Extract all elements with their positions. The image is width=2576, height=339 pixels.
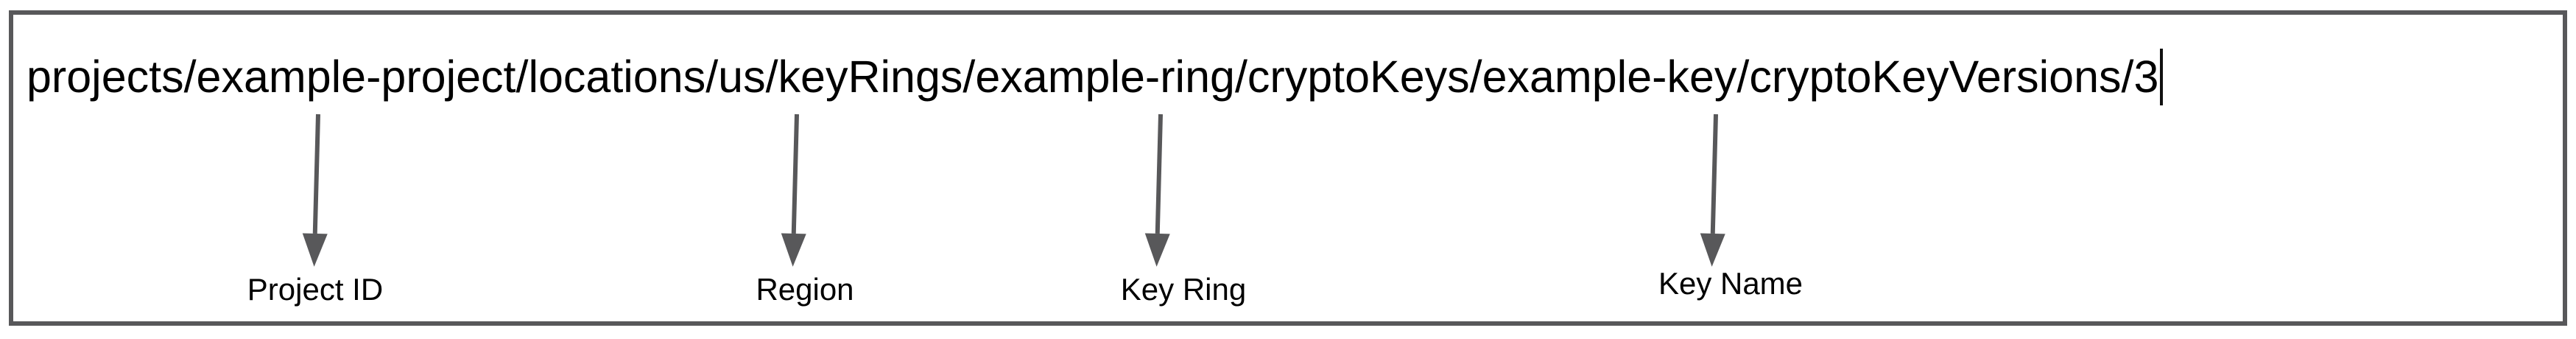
annotation-key-ring: Key Ring [1072, 113, 1249, 307]
down-arrow-icon [1699, 113, 1728, 268]
annotation-label-key-name: Key Name [1658, 266, 1803, 301]
down-arrow-icon [1144, 113, 1173, 268]
arrow-head [1144, 233, 1170, 268]
annotation-key-name: Key Name [1627, 113, 1804, 301]
arrow-head [780, 233, 806, 268]
arrow-shaft [1155, 113, 1163, 234]
annotation-label-key-ring: Key Ring [1120, 272, 1247, 307]
arrow-shaft [312, 113, 320, 234]
down-arrow-icon [780, 113, 809, 268]
arrow-head [301, 233, 328, 268]
annotation-region: Region [708, 113, 885, 307]
arrow-head [1699, 233, 1725, 268]
text-caret-icon [2160, 49, 2164, 105]
annotation-label-region: Region [756, 272, 854, 307]
resource-path-value: projects/example-project/locations/us/ke… [27, 52, 2159, 102]
arrow-shaft [1710, 113, 1718, 234]
annotation-label-project-id: Project ID [247, 272, 384, 307]
annotation-project-id: Project ID [230, 113, 407, 307]
down-arrow-icon [301, 113, 331, 268]
resource-path-input[interactable]: projects/example-project/locations/us/ke… [27, 49, 2164, 105]
arrow-shaft [791, 113, 799, 234]
diagram-border-box: projects/example-project/locations/us/ke… [9, 10, 2567, 326]
